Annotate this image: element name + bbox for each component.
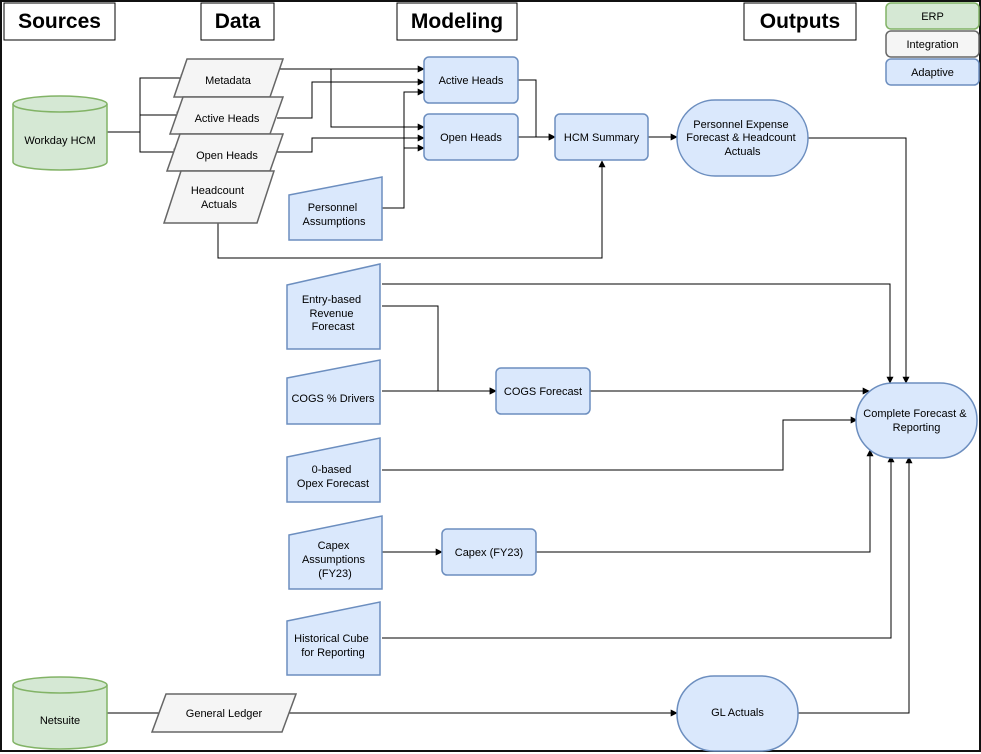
node-netsuite[interactable]: Netsuite: [12, 676, 108, 750]
node-active-heads-data[interactable]: Active Heads: [168, 96, 285, 135]
node-opex-forecast[interactable]: 0-based Opex Forecast: [286, 437, 381, 503]
node-capex-fy23[interactable]: Capex (FY23): [441, 528, 537, 576]
node-gl-actuals[interactable]: GL Actuals: [676, 675, 799, 752]
header-sources-label: Sources: [18, 10, 101, 33]
node-opex-forecast-label: 0-based Opex Forecast: [297, 464, 369, 490]
node-workday-hcm-label: Workday HCM: [24, 135, 95, 147]
header-modeling: Modeling: [396, 2, 518, 41]
node-personnel-expense[interactable]: Personnel Expense Forecast & Headcount A…: [676, 99, 809, 177]
node-capex-fy23-label: Capex (FY23): [455, 547, 523, 559]
legend-integration: Integration: [885, 30, 980, 58]
node-hcm-summary[interactable]: HCM Summary: [554, 113, 649, 161]
legend-erp: ERP: [885, 2, 980, 30]
edge-capex-complete: [536, 449, 874, 553]
node-active-heads-data-label: Active Heads: [195, 113, 260, 125]
node-headcount-actuals[interactable]: Headcount Actuals: [162, 170, 276, 224]
edge-opex-complete: [382, 416, 858, 471]
edge-personnel-active-heads: [382, 88, 425, 209]
node-metadata-label: Metadata: [205, 75, 252, 87]
node-cogs-drivers-label: COGS % Drivers: [291, 393, 375, 405]
legend: ERP Integration Adaptive: [885, 2, 980, 86]
edge-revenue-complete: [382, 283, 894, 384]
node-hcm-summary-label: HCM Summary: [564, 132, 640, 144]
node-open-heads-model-label: Open Heads: [440, 132, 502, 144]
legend-erp-label: ERP: [921, 11, 944, 23]
node-personnel-expense-label: Personnel Expense Forecast & Headcount A…: [686, 119, 799, 158]
node-personnel-assumptions-label: Personnel Assumptions: [303, 202, 366, 228]
node-complete-forecast[interactable]: Complete Forecast & Reporting: [855, 382, 978, 459]
node-active-heads-model[interactable]: Active Heads: [423, 56, 519, 104]
header-data-label: Data: [215, 10, 261, 33]
edges: [107, 65, 913, 717]
node-complete-forecast-label: Complete Forecast & Reporting: [863, 408, 969, 434]
edge-active-heads-data-model: [277, 78, 425, 119]
node-historical-cube[interactable]: Historical Cube for Reporting: [286, 601, 381, 676]
node-historical-cube-label: Historical Cube for Reporting: [294, 633, 372, 659]
edge-open-heads-data-model: [277, 134, 425, 153]
edge-metadata-open-heads-model: [277, 68, 425, 131]
header-data: Data: [200, 2, 275, 41]
node-general-ledger-label: General Ledger: [186, 708, 263, 720]
header-outputs: Outputs: [743, 2, 857, 41]
edge-workday-open-heads: [139, 132, 181, 156]
edge-workday-metadata: [107, 74, 188, 133]
header-modeling-label: Modeling: [411, 10, 503, 33]
node-cogs-drivers[interactable]: COGS % Drivers: [286, 359, 381, 425]
node-personnel-assumptions[interactable]: Personnel Assumptions: [288, 176, 383, 241]
node-headcount-actuals-label: Headcount Actuals: [191, 185, 247, 211]
node-metadata[interactable]: Metadata: [172, 58, 285, 98]
node-cogs-forecast-label: COGS Forecast: [504, 386, 582, 398]
node-workday-hcm[interactable]: Workday HCM: [12, 95, 108, 171]
header-sources: Sources: [3, 2, 116, 41]
section-headers: Sources Data Modeling Outputs: [3, 2, 857, 41]
node-capex-assumptions[interactable]: Capex Assumptions (FY23): [288, 515, 383, 590]
node-entry-revenue[interactable]: Entry-based Revenue Forecast: [286, 263, 381, 350]
node-active-heads-model-label: Active Heads: [439, 75, 504, 87]
edge-gl-actuals-complete: [798, 456, 913, 714]
header-outputs-label: Outputs: [760, 10, 840, 33]
edge-historical-complete: [382, 455, 895, 639]
node-netsuite-label: Netsuite: [40, 715, 80, 727]
node-open-heads-model[interactable]: Open Heads: [423, 113, 519, 161]
node-general-ledger[interactable]: General Ledger: [150, 693, 298, 733]
node-gl-actuals-label: GL Actuals: [711, 707, 764, 719]
node-entry-revenue-label: Entry-based Revenue Forecast: [302, 294, 364, 333]
legend-adaptive: Adaptive: [885, 58, 980, 86]
legend-integration-label: Integration: [907, 39, 959, 51]
node-open-heads-data[interactable]: Open Heads: [165, 133, 285, 172]
edge-headcount-actuals-hcm: [217, 160, 606, 259]
node-capex-assumptions-label: Capex Assumptions (FY23): [302, 540, 368, 580]
edge-personnel-complete: [808, 137, 910, 384]
legend-adaptive-label: Adaptive: [911, 67, 954, 79]
node-open-heads-data-label: Open Heads: [196, 150, 258, 162]
node-cogs-forecast[interactable]: COGS Forecast: [495, 367, 591, 415]
